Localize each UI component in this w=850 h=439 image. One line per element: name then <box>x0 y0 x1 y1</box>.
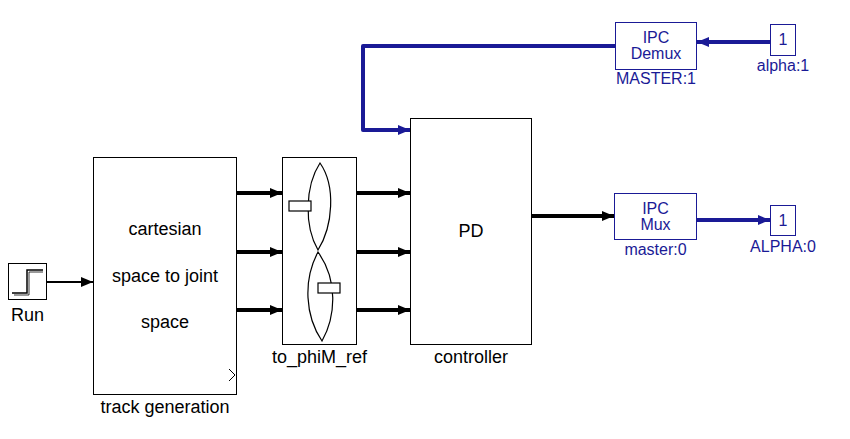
text-area: 1 <box>771 25 795 55</box>
caption-holder: alpha:1 <box>757 57 810 75</box>
signal-line <box>237 308 282 312</box>
block-caption: controller <box>434 347 508 368</box>
caption-holder: controller <box>434 347 508 368</box>
signal-line <box>697 40 770 44</box>
block-label: IPC Mux <box>626 201 686 233</box>
caption-holder: to_phiM_ref <box>272 347 367 368</box>
step-block: Run <box>8 263 47 300</box>
mux-block: IPC Muxmaster:0 <box>614 193 697 240</box>
text-area: IPC Demux <box>616 23 696 69</box>
caption-holder: MASTER:1 <box>616 70 696 88</box>
text-area <box>9 264 46 299</box>
block-caption: to_phiM_ref <box>272 347 367 368</box>
block-caption: ALPHA:0 <box>750 238 816 256</box>
block-label: IPC Demux <box>626 30 686 62</box>
caption-holder: master:0 <box>624 241 686 259</box>
robot-arm-symbol <box>289 163 340 341</box>
block-label: cartesian space to joint space <box>103 206 227 346</box>
text-area: cartesian space to joint space <box>94 158 236 394</box>
block-caption: master:0 <box>624 241 686 259</box>
demux-block: IPC DemuxMASTER:1 <box>615 22 697 70</box>
caption-holder: ALPHA:0 <box>750 238 816 256</box>
caption-holder: track generation <box>100 397 229 418</box>
subsystem-block: cartesian space to joint spacetrack gene… <box>93 157 237 395</box>
text-area <box>283 158 356 344</box>
signal-line <box>357 250 410 254</box>
step-symbol <box>12 270 43 295</box>
block-caption: alpha:1 <box>757 57 810 75</box>
signal-line <box>47 281 93 283</box>
caption-holder: Run <box>11 305 44 326</box>
text-area: PD <box>411 119 531 344</box>
signal-line <box>357 191 410 195</box>
block-caption: MASTER:1 <box>616 70 696 88</box>
block-label: PD <box>458 221 483 243</box>
controller-block: PDcontroller <box>410 118 532 345</box>
block-caption: track generation <box>100 397 229 418</box>
port-symbol <box>229 369 235 381</box>
subsystem-block: to_phiM_ref <box>282 157 357 345</box>
inport-block: 1alpha:1 <box>770 24 796 56</box>
block-label: 1 <box>779 30 788 49</box>
outport-block: 1ALPHA:0 <box>770 205 796 236</box>
block-caption: Run <box>11 305 44 326</box>
signal-line <box>697 218 770 222</box>
signal-line <box>237 250 282 254</box>
signal-line <box>532 214 614 218</box>
signal-line <box>357 308 410 312</box>
block-label: 1 <box>779 211 788 230</box>
text-area: 1 <box>771 206 795 235</box>
text-area: IPC Mux <box>615 194 696 239</box>
signal-line <box>237 191 282 195</box>
